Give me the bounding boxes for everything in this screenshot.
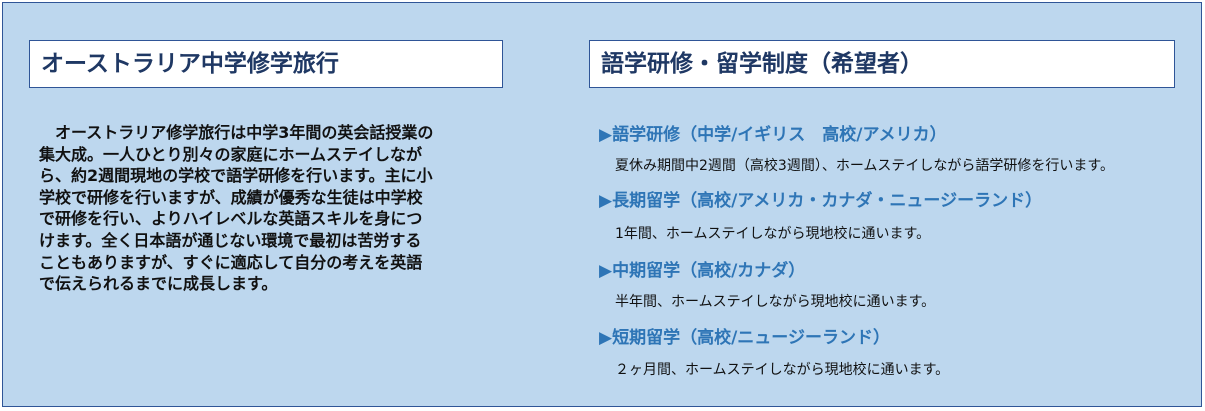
study-abroad-title: 語学研修・留学制度（希望者） [589, 40, 1175, 88]
program-heading: ▶長期留学（高校/アメリカ・カナダ・ニュージーランド） [599, 191, 1043, 211]
program-heading: ▶語学研修（中学/イギリス 高校/アメリカ） [599, 125, 947, 145]
program-desc: 半年間、ホームステイしながら現地校に通います。 [615, 294, 936, 310]
line: こともありますが、すぐに適応して自分の考えを英語 [39, 252, 423, 272]
program-heading: ▶中期留学（高校/カナダ） [599, 261, 806, 281]
line: で研修を行い、よりハイレベルな英語スキルを身につ [39, 209, 423, 229]
trip-description: オーストラリア修学旅行は中学3年間の英会話授業の 集大成。一人ひとり別々の家庭に… [39, 122, 509, 295]
line: 集大成。一人ひとり別々の家庭にホームステイしなが [39, 144, 423, 164]
program-desc: 1年間、ホームステイしながら現地校に通います。 [615, 226, 931, 242]
program-heading: ▶短期留学（高校/ニュージーランド） [599, 328, 890, 348]
program-desc: 夏休み期間中2週間（高校3週間）、ホームステイしながら語学研修を行います。 [615, 158, 1114, 174]
line: オーストラリア修学旅行は中学3年間の英会話授業の [39, 123, 434, 142]
line: で伝えられるまでに成長します。 [39, 274, 278, 294]
line: 学校で研修を行いますが、成績が優秀な生徒は中学校 [39, 187, 423, 207]
program-desc: ２ヶ月間、ホームステイしながら現地校に通います。 [615, 362, 950, 378]
trip-title: オーストラリア中学修学旅行 [29, 40, 503, 88]
line: ら、約2週間現地の学校で語学研修を行います。主に小 [39, 166, 433, 186]
line: けます。全く日本語が通じない環境で最初は苦労する [39, 230, 422, 250]
